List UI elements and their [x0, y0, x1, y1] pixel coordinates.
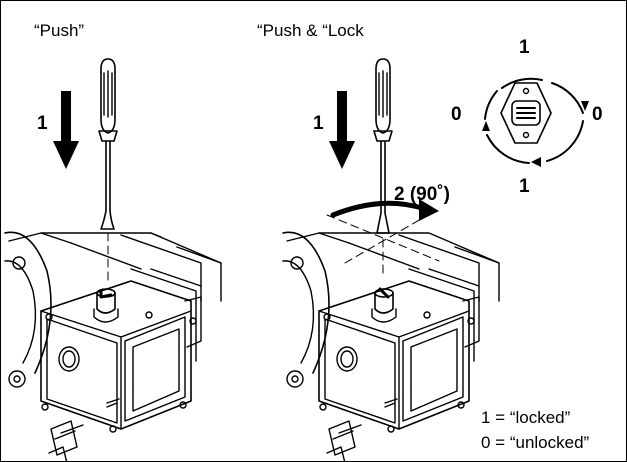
dial-label-top: 1 [519, 37, 530, 58]
left-screwdriver-drawing [98, 58, 118, 282]
legend-locked: 1 = “locked” [481, 408, 571, 427]
right-push-arrow [329, 91, 355, 169]
left-device-drawing [4, 231, 222, 461]
step-2-rotate-90: 2 (90˚) [394, 184, 450, 205]
right-screwdriver-drawing [326, 58, 440, 278]
dial-label-bottom: 1 [519, 176, 530, 197]
left-push-arrow [53, 91, 79, 169]
step-1-push-left: 1 [37, 113, 48, 134]
lock-dial-drawing [482, 77, 589, 167]
legend-unlocked: 0 = “unlocked” [481, 433, 590, 452]
dial-label-right: 0 [592, 104, 603, 125]
dial-label-left: 0 [451, 104, 462, 125]
caption-push-and-lock: “Push & “Lock [257, 21, 364, 40]
rotation-arrow [330, 199, 439, 221]
step-1-push-right: 1 [313, 113, 324, 134]
right-device-drawing [282, 231, 500, 461]
caption-push: “Push” [34, 21, 85, 40]
